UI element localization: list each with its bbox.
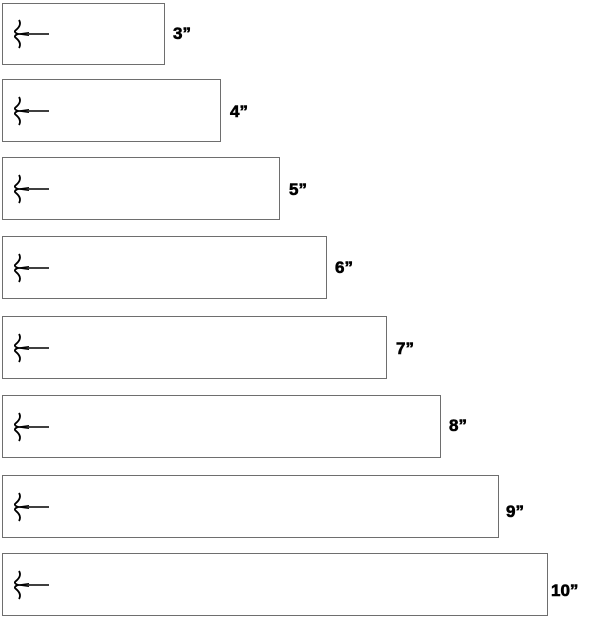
size-box-10 [2,553,548,616]
arrow-fletching-icon [14,253,49,282]
size-label-3: 3” [173,24,192,43]
size-box-4 [2,79,221,142]
size-label-6: 6” [335,258,354,277]
size-box-9 [2,475,499,538]
size-box-7 [2,316,387,379]
size-box-3 [2,3,165,65]
size-label-7: 7” [396,339,415,358]
arrow-fletching-icon [14,412,49,441]
arrow-fletching-icon [14,19,49,49]
arrow-fletching-icon [14,333,49,362]
size-label-8: 8” [449,416,468,435]
size-box-5 [2,157,280,220]
arrow-fletching-icon [14,96,49,125]
size-box-6 [2,236,327,299]
size-label-9: 9” [506,502,525,521]
size-label-10: 10” [551,581,579,600]
size-label-4: 4” [230,102,249,121]
arrow-fletching-icon [14,570,49,599]
arrow-fletching-icon [14,174,49,203]
arrow-fletching-icon [14,492,49,521]
size-label-5: 5” [289,180,308,199]
size-box-8 [2,395,441,458]
